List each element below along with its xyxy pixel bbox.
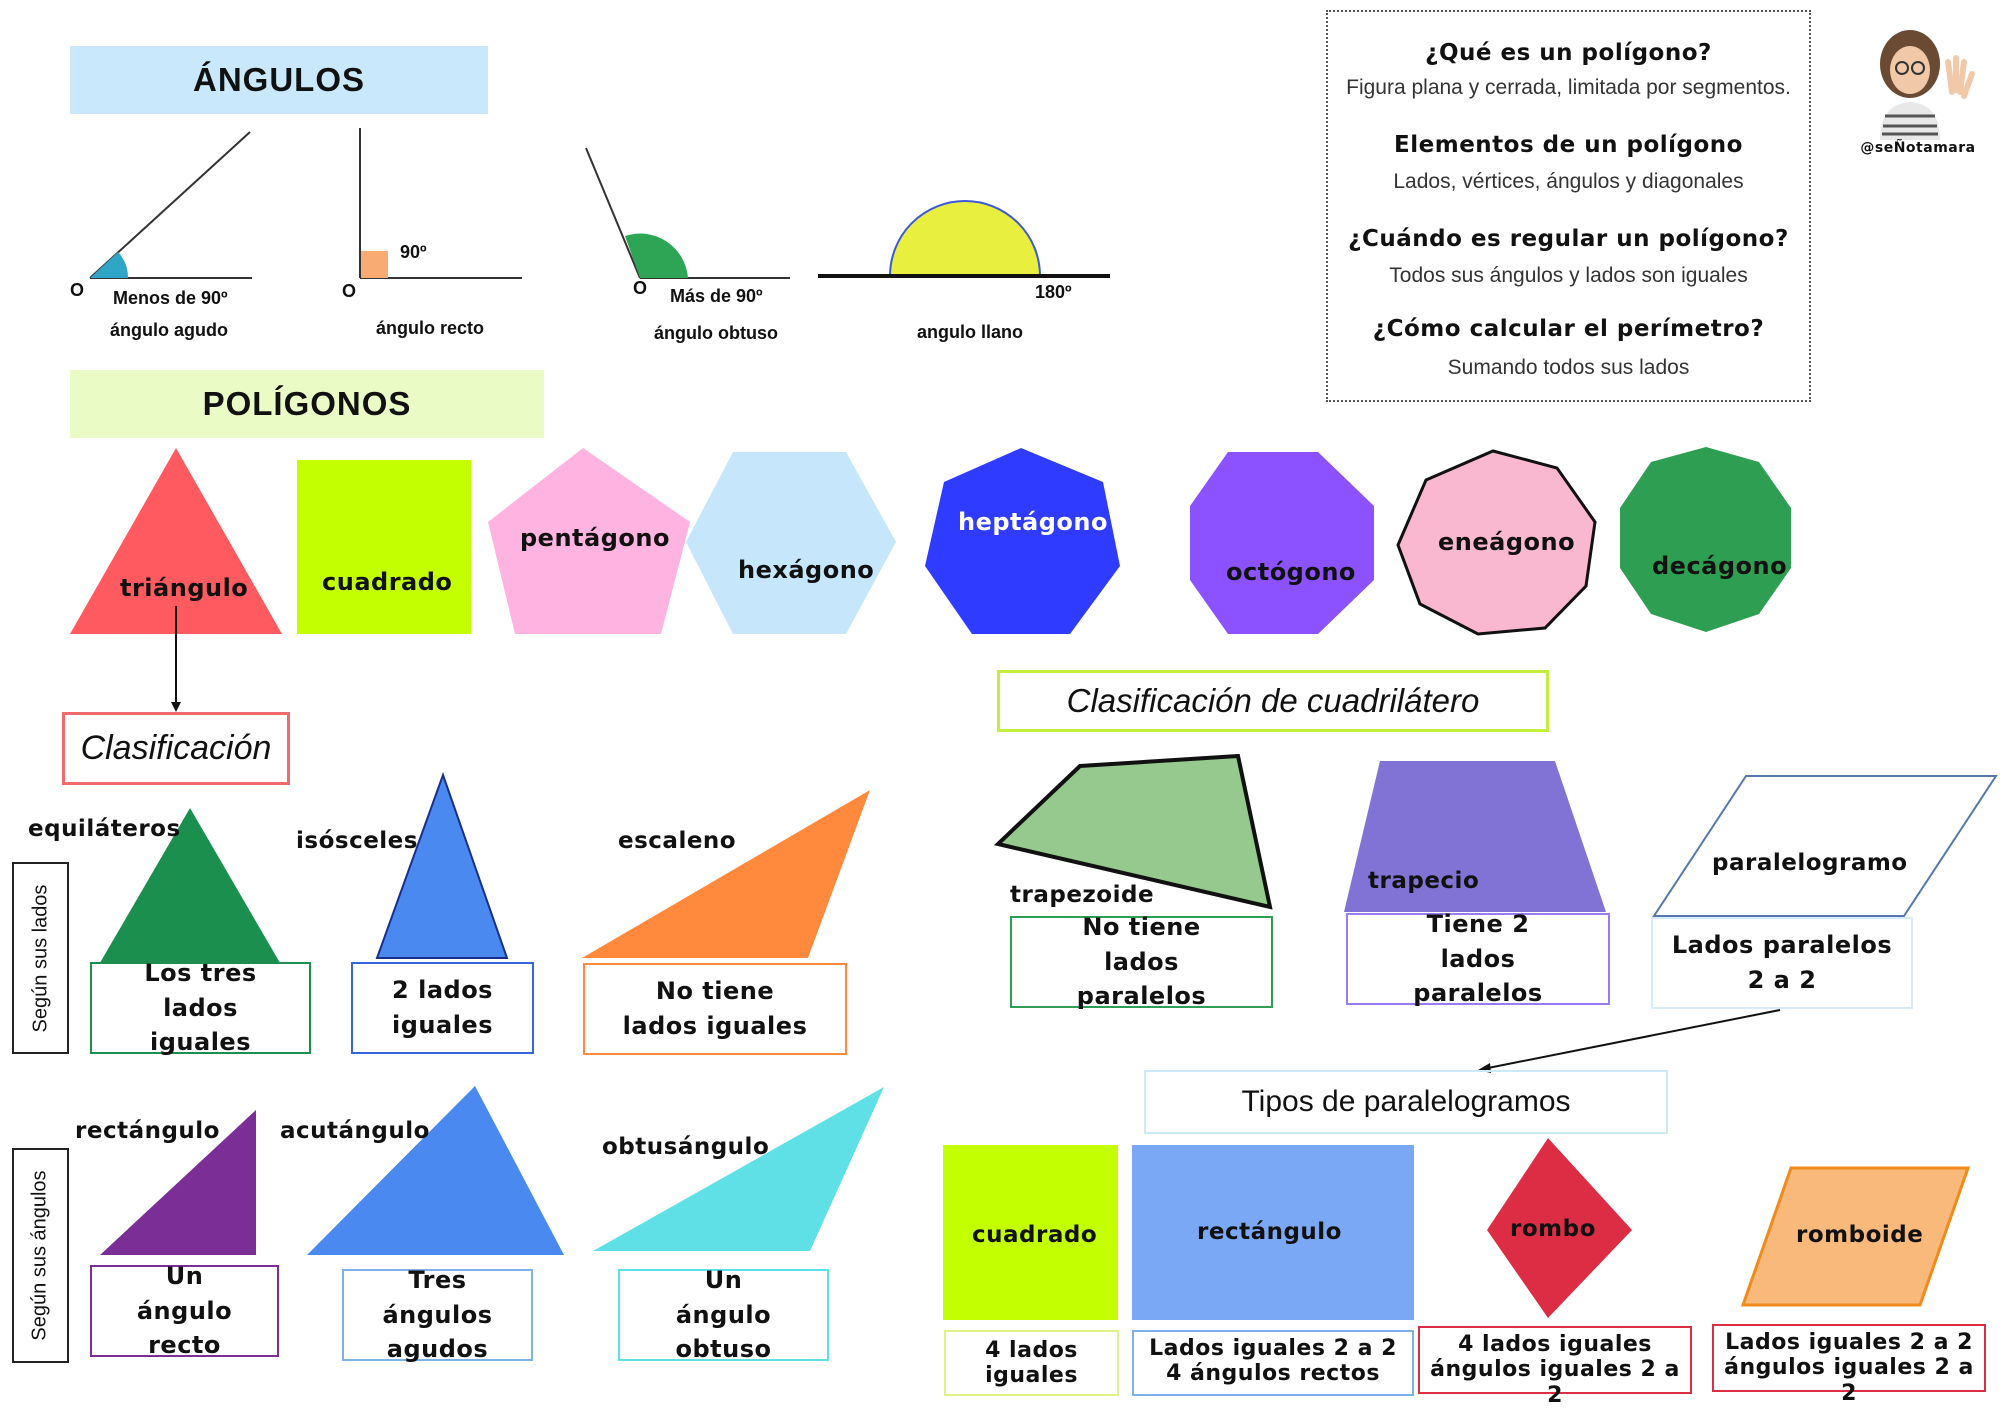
by-angles-label: Según sus ángulos: [12, 1148, 69, 1363]
acute-vertex-label: O: [70, 280, 85, 300]
right-name-label: ángulo recto: [376, 318, 485, 338]
acute-triangle: [307, 1086, 564, 1255]
rhombus-name: rombo: [1510, 1216, 1596, 1242]
info-question-2: Elementos de un polígono: [1394, 132, 1743, 158]
info-answer-4: Sumando todos sus lados: [1447, 356, 1690, 379]
parallelogram-name: paralelogramo: [1712, 850, 1908, 876]
nonagon-shape: [1396, 449, 1597, 636]
obtuse-name-label: ángulo obtuso: [654, 323, 778, 343]
straight-measure-label: 180º: [1035, 282, 1072, 302]
trapecio-name: trapecio: [1368, 868, 1480, 894]
type-square-desc-box: 4 lados iguales: [944, 1330, 1119, 1396]
scalene-triangle: [582, 790, 870, 958]
info-answer-2: Lados, vértices, ángulos y diagonales: [1393, 170, 1744, 193]
straight-angle-figure: [818, 200, 1110, 278]
info-question-1: ¿Qué es un polígono?: [1425, 40, 1712, 66]
equilateral-name: equiláteros: [28, 816, 181, 842]
polygon-label-pentagono: pentágono: [520, 524, 670, 552]
equilateral-desc-box: Los tres lados iguales: [90, 959, 311, 1056]
avatar-illustration-icon: [1880, 30, 1975, 140]
info-answer-1: Figura plana y cerrada, limitada por seg…: [1346, 76, 1791, 99]
type-rectangle-shape: [1132, 1145, 1414, 1320]
info-answer-3: Todos sus ángulos y lados son iguales: [1389, 264, 1748, 287]
parallelogram-desc-box: Lados paralelos 2 a 2: [1651, 917, 1913, 1009]
right-triangle: [100, 1110, 256, 1255]
scalene-name: escaleno: [618, 828, 737, 854]
polygon-label-eneagono: eneágono: [1438, 528, 1576, 556]
acute-triangle-name: acutángulo: [280, 1118, 430, 1144]
type-rectangle-desc-line-2: 4 ángulos rectos: [1166, 1361, 1380, 1387]
romboid-desc-line-2: ángulos iguales 2 a 2: [1724, 1355, 1974, 1406]
trapezoid-desc-box: No tiene lados paralelos: [1010, 913, 1273, 1010]
type-rectangle-desc-box: Lados iguales 2 a 2 4 ángulos rectos: [1132, 1330, 1414, 1396]
obtuse-angle-figure: [585, 147, 790, 279]
obtuse-triangle-desc-box: Un ángulo obtuso: [618, 1266, 829, 1363]
acute-angle-figure: [89, 131, 252, 279]
polygon-label-octogono: octógono: [1226, 558, 1356, 586]
type-square-name: cuadrado: [972, 1222, 1098, 1248]
heptagon-shape: [925, 448, 1120, 634]
parallelogram-shape: [1652, 775, 1998, 917]
romboid-name: romboide: [1796, 1222, 1924, 1248]
polygon-label-heptagono: heptágono: [958, 508, 1108, 536]
polygon-label-decagono: decágono: [1652, 552, 1788, 580]
isosceles-name: isósceles: [296, 828, 418, 854]
rhombus-desc-box: 4 lados iguales ángulos iguales 2 a 2: [1418, 1326, 1692, 1408]
triangle-shape: [70, 448, 282, 634]
info-question-4: ¿Cómo calcular el perímetro?: [1372, 316, 1765, 342]
rhombus-desc-line-1: 4 lados iguales: [1458, 1332, 1652, 1357]
equilateral-triangle: [97, 808, 283, 968]
decagon-shape: [1620, 447, 1791, 632]
author-handle: @seÑotamara: [1860, 140, 1976, 156]
romboid-shape: [1740, 1166, 1971, 1307]
acute-triangle-desc-box: Tres ángulos agudos: [342, 1266, 533, 1363]
quadrilateral-title: Clasificación de cuadrilátero: [997, 670, 1549, 732]
trapecio-desc-box: Tiene 2 lados paralelos: [1346, 910, 1610, 1007]
polygon-label-triangulo: triángulo: [120, 574, 249, 602]
obtuse-triangle-name: obtusángulo: [602, 1134, 770, 1160]
polygon-label-hexagono: hexágono: [738, 556, 875, 584]
romboid-desc-line-1: Lados iguales 2 a 2: [1725, 1330, 1973, 1355]
right-vertex-label: O: [342, 281, 357, 301]
classification-title: Clasificación: [62, 712, 290, 785]
rhombus-shape: [1487, 1138, 1632, 1318]
isosceles-desc-box: 2 lados iguales: [351, 962, 534, 1054]
obtuse-triangle: [593, 1087, 884, 1251]
by-sides-label: Según sus lados: [12, 862, 69, 1054]
pentagon-shape: [488, 448, 690, 634]
right-measure-label: 90º: [400, 242, 427, 262]
parallelogram-types-title: Tipos de paralelogramos: [1144, 1070, 1668, 1134]
isosceles-triangle: [375, 772, 509, 959]
angles-title: ÁNGULOS: [70, 46, 488, 114]
trapezoid-irregular-shape: [993, 753, 1273, 910]
rhombus-desc-line-2: ángulos iguales 2 a 2: [1430, 1357, 1680, 1408]
avatar: [1860, 22, 1980, 140]
romboid-desc-box: Lados iguales 2 a 2 ángulos iguales 2 a …: [1712, 1324, 1986, 1406]
right-triangle-desc-box: Un ángulo recto: [90, 1262, 279, 1359]
obtuse-vertex-label: O: [633, 278, 648, 298]
trapecio-shape: [1344, 761, 1606, 912]
octagon-shape: [1190, 452, 1374, 634]
info-box: ¿Qué es un polígono? Figura plana y cerr…: [1326, 10, 1811, 402]
info-question-3: ¿Cuándo es regular un polígono?: [1348, 226, 1789, 252]
right-triangle-name: rectángulo: [75, 1118, 220, 1144]
square-shape: [297, 460, 471, 634]
type-square-shape: [943, 1145, 1118, 1320]
straight-name-label: angulo llano: [917, 322, 1023, 342]
type-rectangle-desc-line-1: Lados iguales 2 a 2: [1149, 1336, 1397, 1361]
polygon-label-cuadrado: cuadrado: [322, 568, 453, 596]
polygons-title: POLÍGONOS: [70, 370, 544, 438]
acute-measure-label: Menos de 90º: [113, 288, 228, 308]
obtuse-measure-label: Más de 90º: [670, 286, 763, 306]
right-angle-figure: [359, 128, 522, 279]
hexagon-shape: [686, 452, 896, 634]
trapezoid-name: trapezoide: [1010, 882, 1155, 908]
scalene-desc-box: No tiene lados iguales: [583, 963, 847, 1055]
acute-name-label: ángulo agudo: [110, 320, 228, 340]
type-rectangle-name: rectángulo: [1197, 1219, 1342, 1245]
